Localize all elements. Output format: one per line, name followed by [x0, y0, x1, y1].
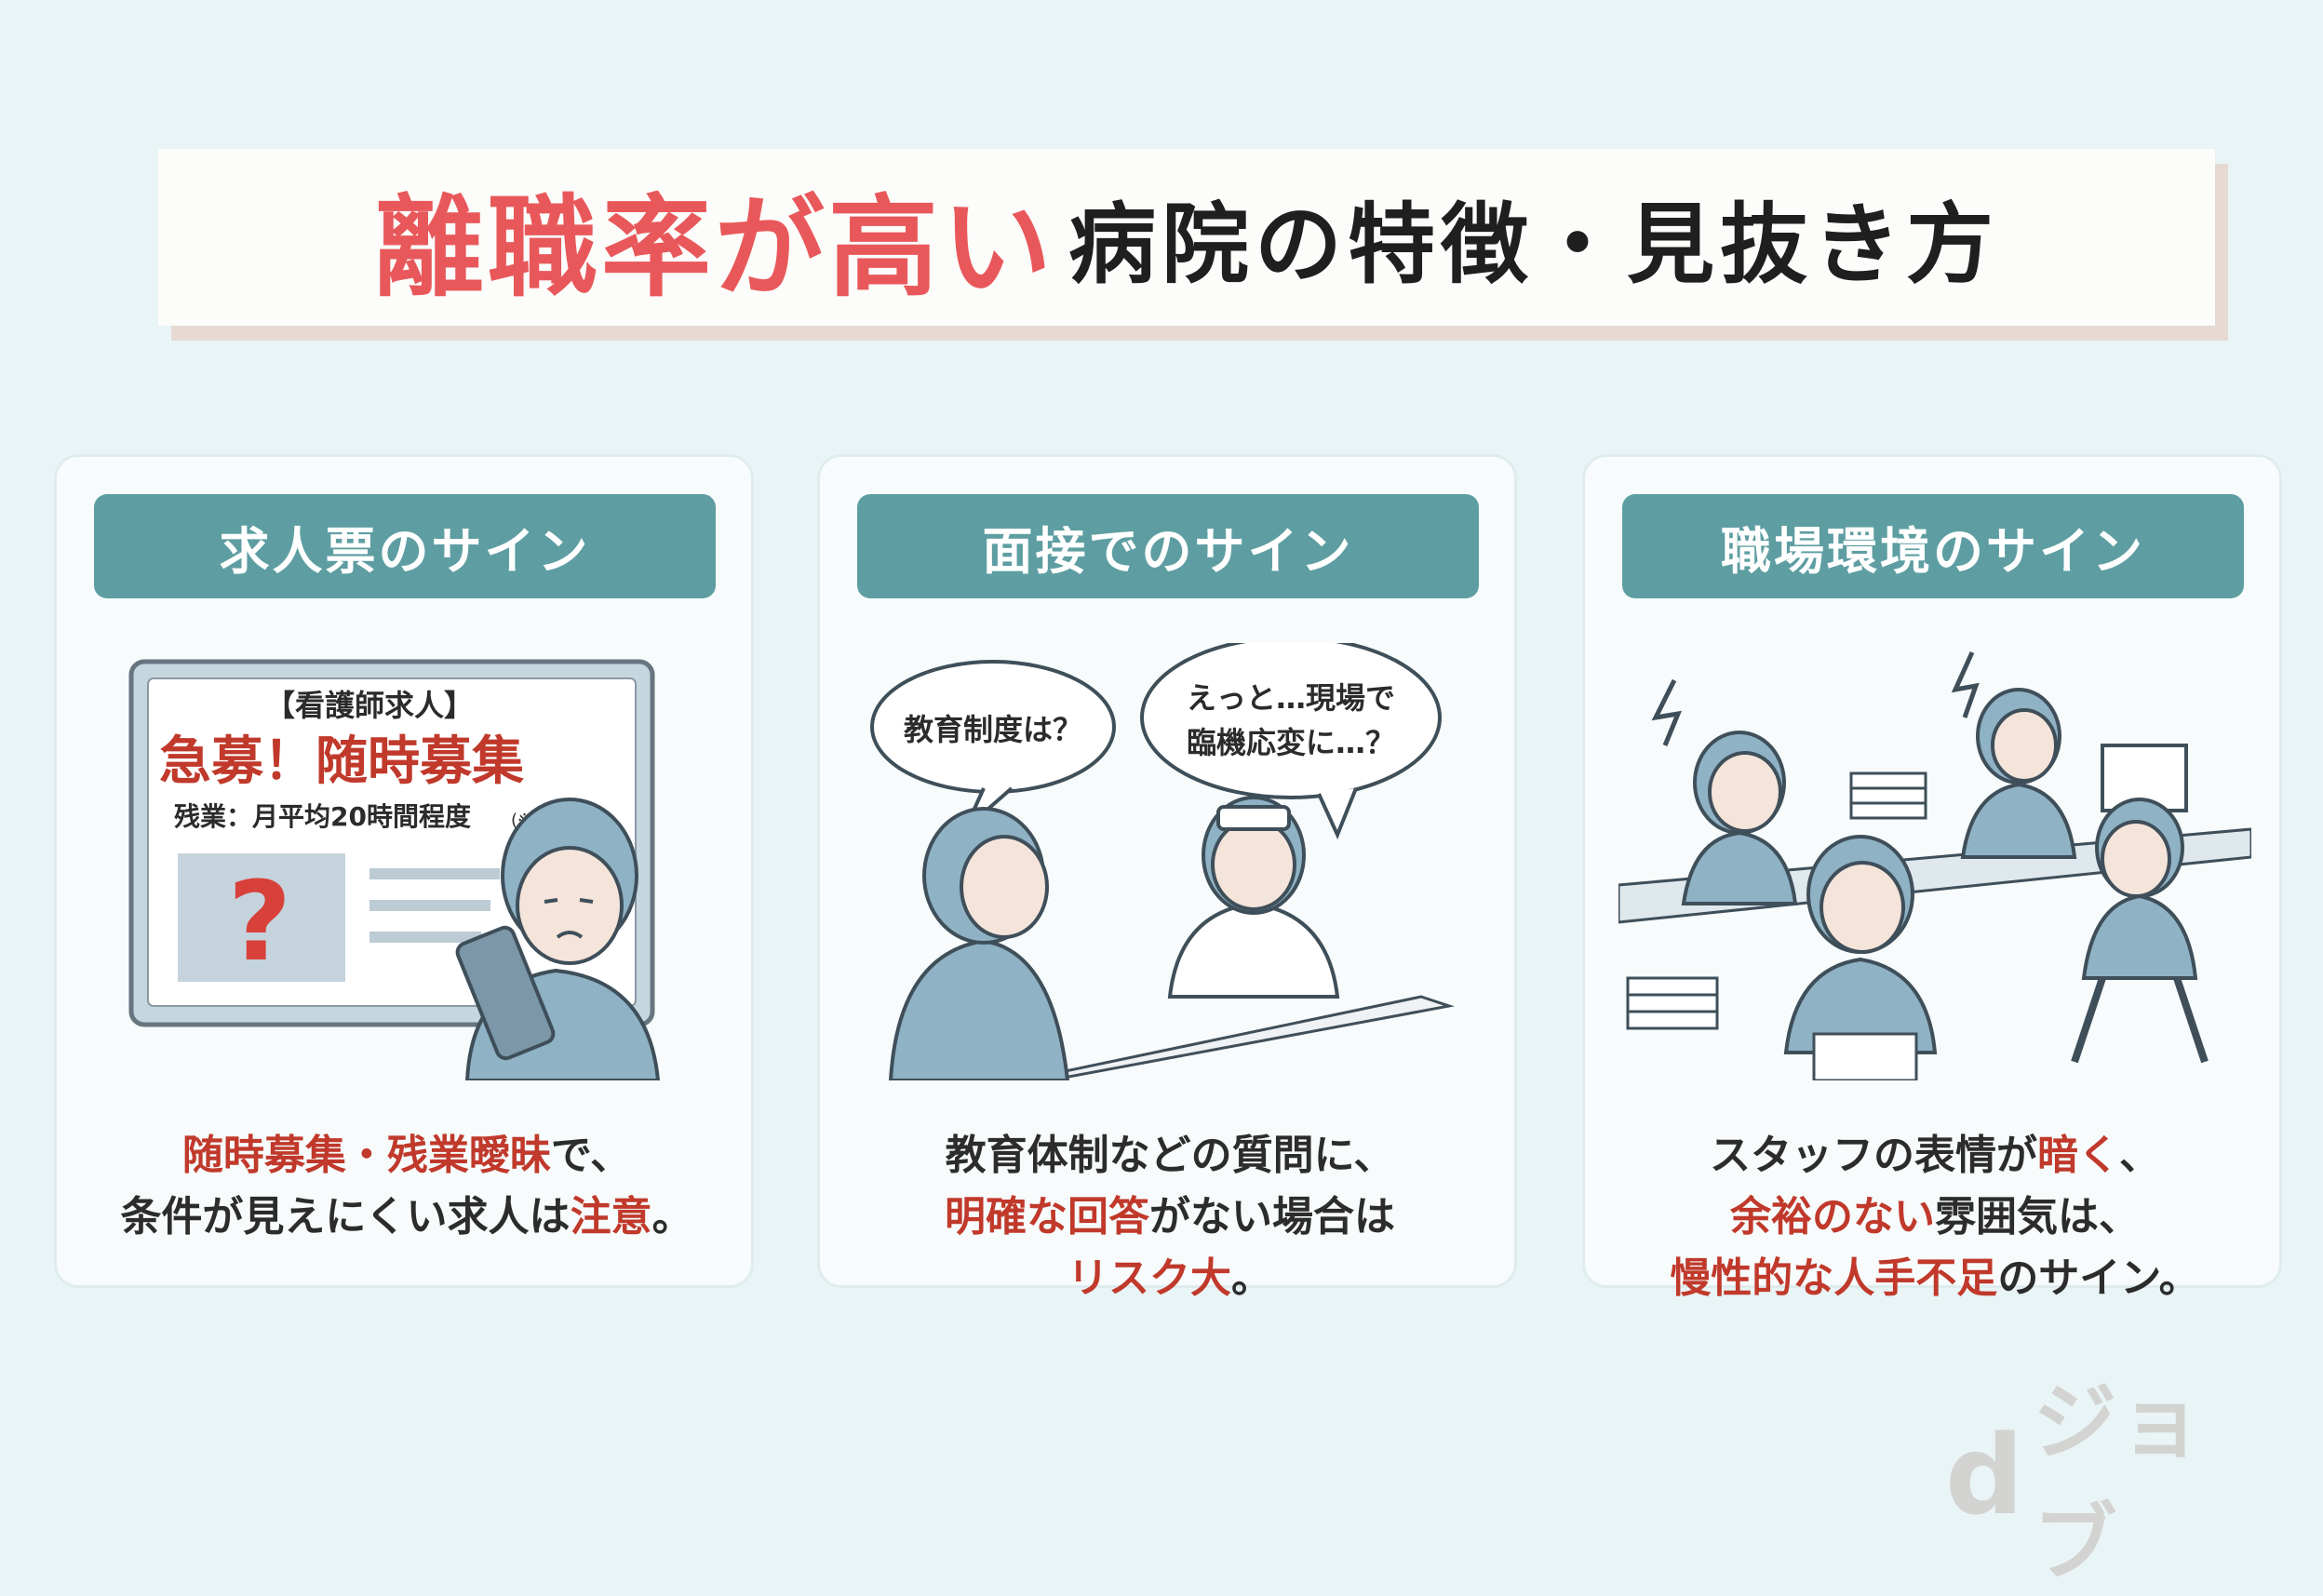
- caption-highlight: 余裕のない: [1730, 1193, 1935, 1241]
- bubble-right-text-2: 臨機応変に…？: [1187, 725, 1395, 760]
- caption-line: 明確な回答がない場合は: [839, 1187, 1501, 1248]
- page-title: 離職率が高い 病院の特徴・見抜き方: [158, 149, 2215, 326]
- caption-highlight: 暗く: [2037, 1132, 2119, 1179]
- caption-highlight: 随時募集・残業曖昧: [181, 1132, 551, 1179]
- question-mark-icon: ?: [228, 857, 291, 986]
- nurse-cap-icon: [1216, 805, 1291, 831]
- title-highlight: 離職率が高い: [373, 182, 1055, 312]
- card-caption-job-posting: 随時募集・残業曖昧で、 条件が見えにくい求人は注意。: [75, 1125, 738, 1248]
- caption-line: スタッフの表情が暗く、: [1604, 1125, 2266, 1187]
- poster-detail: 残業：月平均20時間程度: [174, 801, 471, 832]
- applicant-figure: [888, 807, 1070, 1080]
- stressed-nurse-figure: [1681, 731, 1798, 905]
- writing-nurse-figure: [1783, 835, 1938, 1080]
- caption-highlight: リスク大: [1068, 1254, 1231, 1302]
- poster-image-placeholder: [178, 853, 345, 982]
- logo-text: ジョブ: [2033, 1374, 2205, 1592]
- card-caption-interview: 教育体制などの質問に、 明確な回答がない場合は リスク大。: [839, 1125, 1501, 1309]
- brand-logo: d ジョブ: [1945, 1374, 2280, 1592]
- speech-bubble-right: [1140, 643, 1442, 799]
- card-header-job-posting: 求人票のサイン: [94, 494, 716, 598]
- caption-text: スタッフの表情が: [1710, 1132, 2037, 1179]
- caption-text: がない場合は: [1149, 1193, 1395, 1241]
- caption-line: 慢性的な人手不足のサイン。: [1604, 1248, 2266, 1309]
- bubble-right-text-1: えっと…現場で: [1187, 680, 1395, 716]
- caption-text: 、: [2119, 1132, 2160, 1179]
- caption-highlight: 明確な回答: [945, 1193, 1149, 1241]
- workplace-illustration: [1618, 650, 2251, 1080]
- card-header-workplace: 職場環境のサイン: [1622, 494, 2244, 598]
- caption-line: 条件が見えにくい求人は注意。: [75, 1187, 738, 1248]
- nurse-with-tablet-figure: [455, 798, 661, 1080]
- stress-lightning-icon: [1951, 650, 1980, 718]
- card-caption-workplace: スタッフの表情が暗く、 余裕のない雰囲気は、 慢性的な人手不足のサイン。: [1604, 1125, 2266, 1309]
- poster-headline: 急募！随時募集: [159, 731, 524, 792]
- caption-line: 随時募集・残業曖昧で、: [75, 1125, 738, 1187]
- caption-text: 。: [1231, 1254, 1272, 1302]
- caption-text: 雰囲気は、: [1935, 1193, 2140, 1241]
- card-header-interview: 面接でのサイン: [857, 494, 1479, 598]
- stress-lightning-icon: [1651, 678, 1683, 746]
- caption-text: のサイン。: [1997, 1254, 2200, 1302]
- caption-line: 教育体制などの質問に、: [945, 1132, 1395, 1179]
- interview-illustration: 教育制度は？ えっと…現場で 臨機応変に…？: [870, 643, 1455, 1080]
- caption-text: で、: [550, 1132, 632, 1179]
- caption-line: リスク大。: [839, 1248, 1501, 1309]
- caption-text: 。: [651, 1193, 693, 1241]
- job-posting-illustration: 【看護師求人】 急募！随時募集 残業：月平均20時間程度 (※)変動あり ?: [128, 659, 661, 1080]
- interviewer-figure: [1167, 796, 1340, 999]
- desk: [1020, 995, 1455, 1080]
- title-rest: 病院の特徴・見抜き方: [1068, 194, 2000, 296]
- logo-mark: d: [1945, 1411, 2024, 1539]
- caption-text: 条件が見えにくい求人は: [120, 1193, 571, 1241]
- pc-nurse-figure: [1960, 688, 2077, 859]
- card-interview: 面接でのサイン 教育制度は？ えっと…現場で 臨機応変に…？ 教育体制などの質問…: [817, 454, 1517, 1302]
- paper-stack: [1626, 771, 1927, 1030]
- card-job-posting: 求人票のサイン 【看護師求人】 急募！随時募集 残業：月平均20時間程度 (※)…: [54, 454, 754, 1288]
- running-nurse-figure: [2071, 798, 2209, 1064]
- caption-highlight: 注意: [570, 1193, 652, 1241]
- caption-highlight: 慢性的な人手不足: [1670, 1254, 1998, 1302]
- title-banner: [158, 149, 2215, 326]
- bubble-left-text: 教育制度は？: [904, 712, 1082, 747]
- card-workplace: 職場環境のサイン: [1582, 454, 2282, 1302]
- poster-heading: 【看護師求人】: [265, 688, 474, 723]
- caption-line: 余裕のない雰囲気は、: [1604, 1187, 2266, 1248]
